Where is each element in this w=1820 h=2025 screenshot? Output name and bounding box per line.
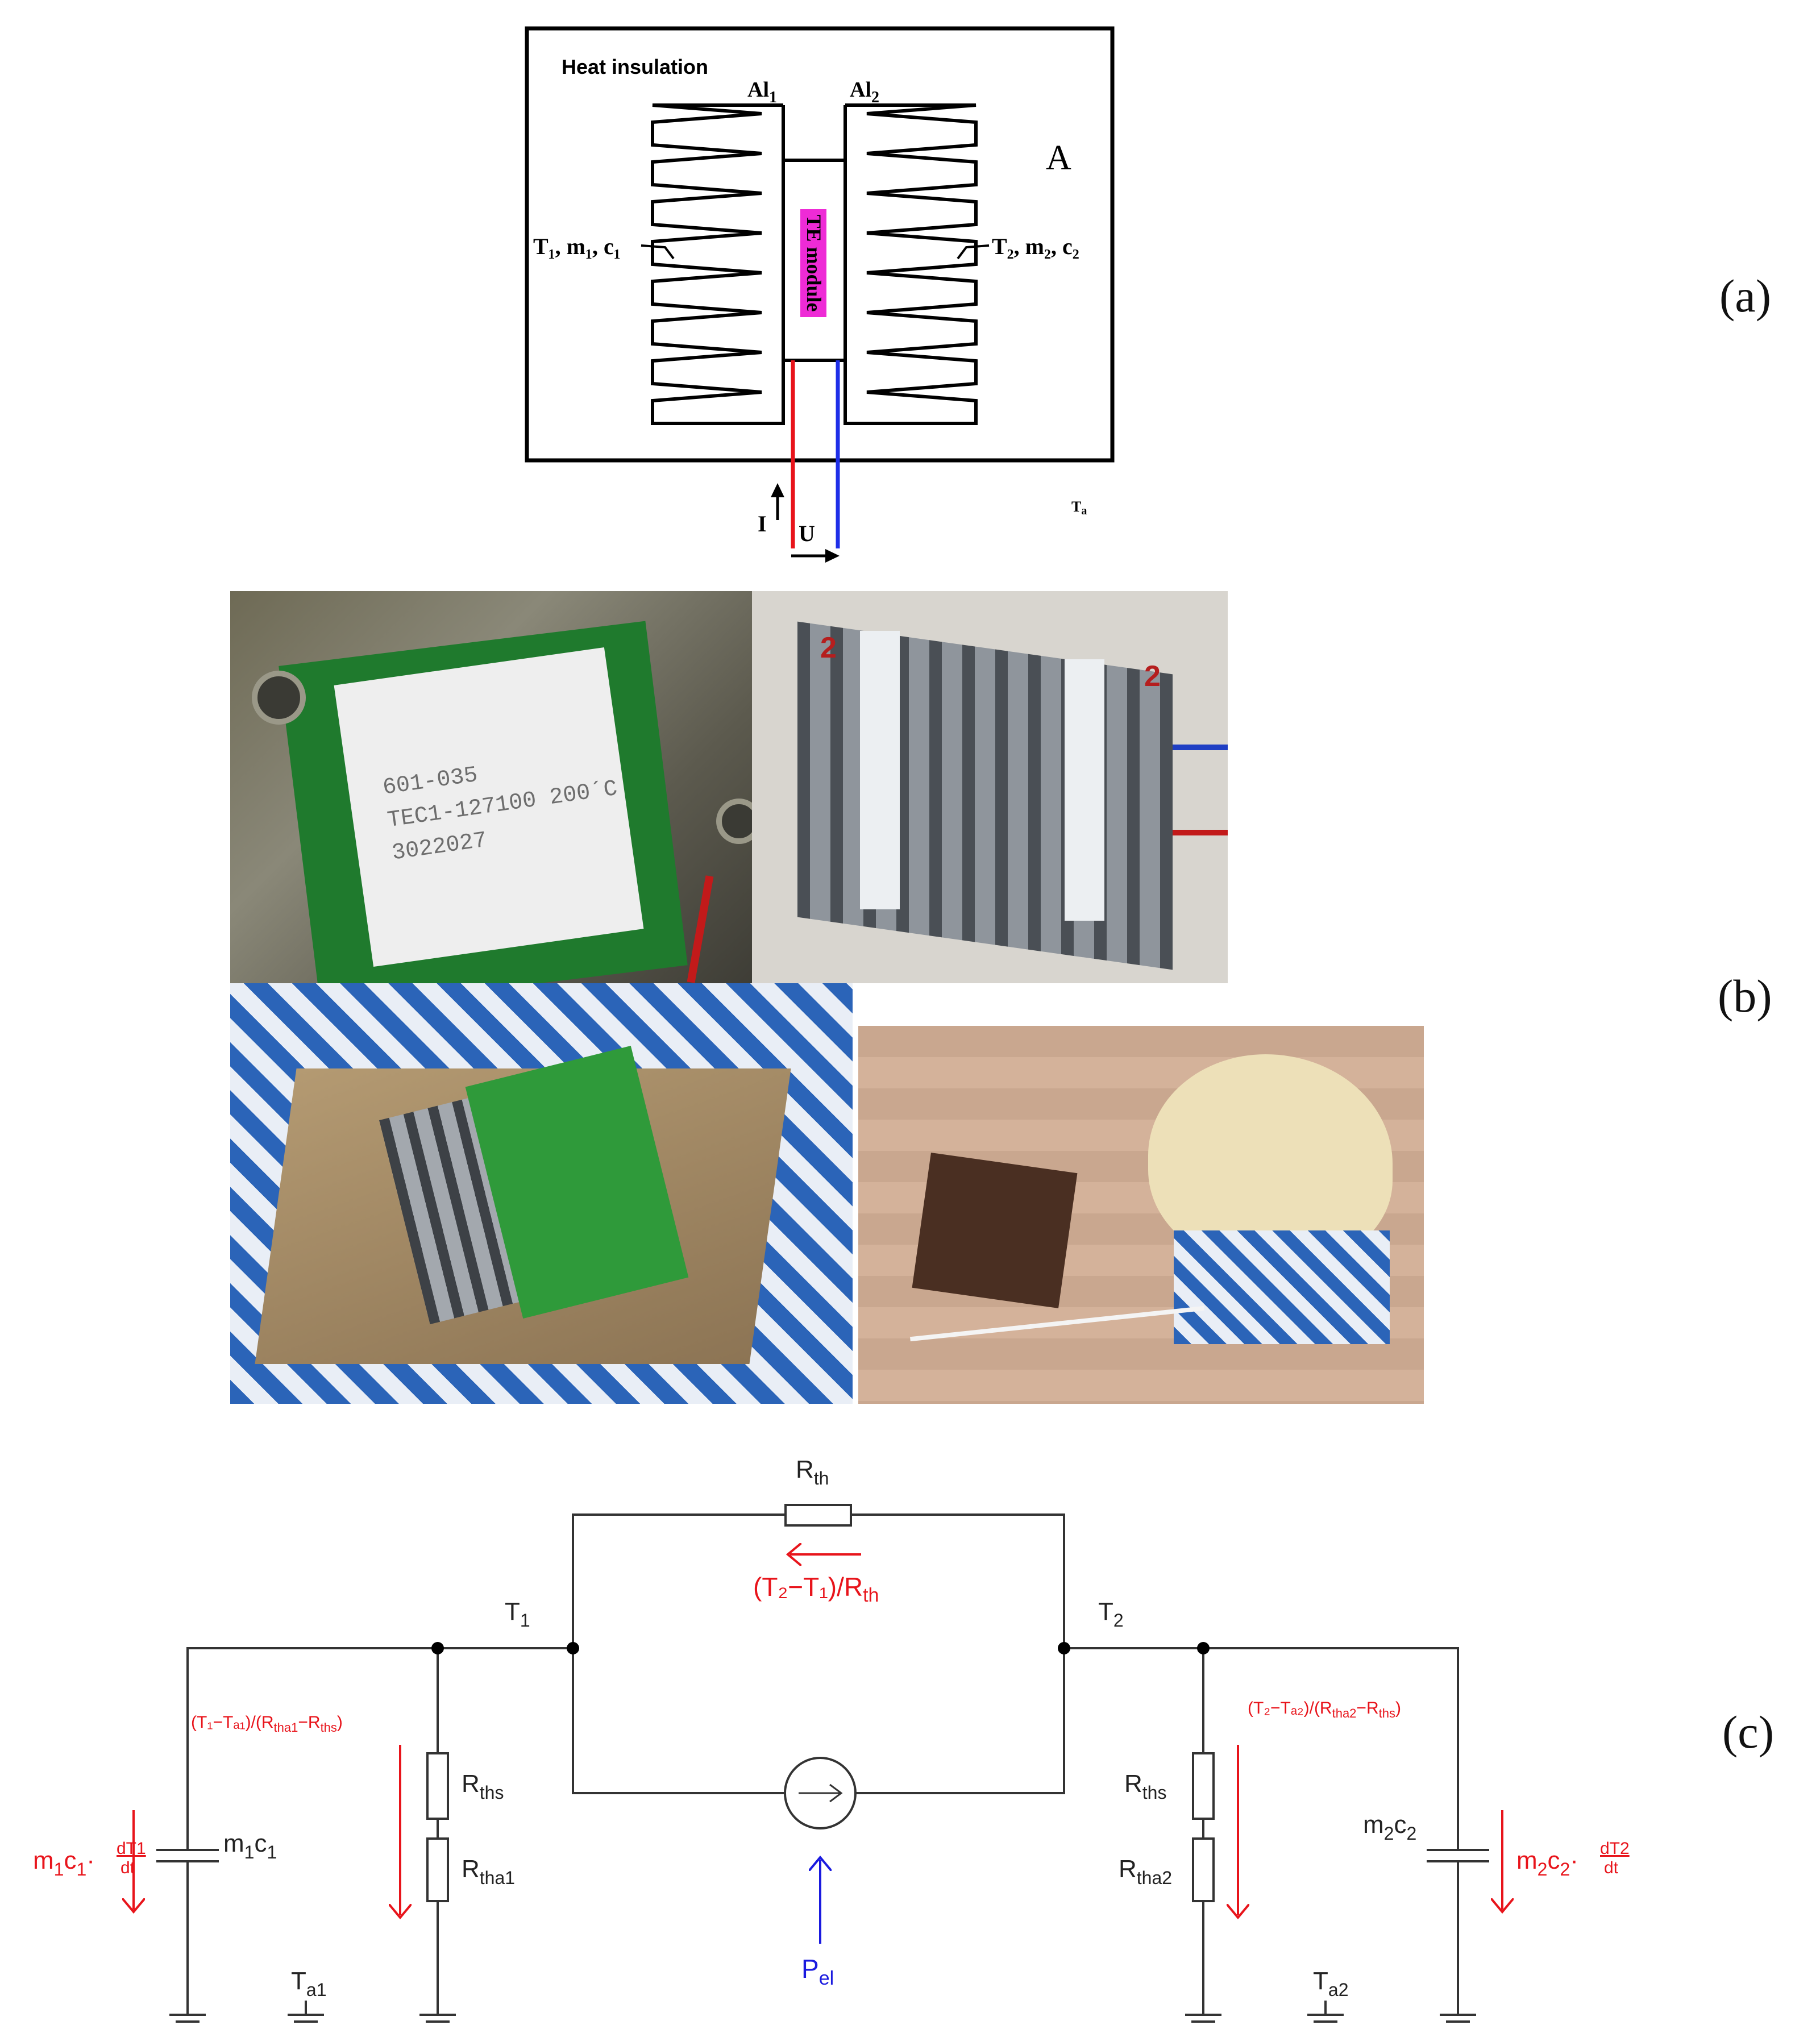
flow-m1c1-dt-den: dt bbox=[120, 1858, 135, 1877]
wire-top-loop bbox=[572, 1513, 1065, 1648]
ta1-label: Ta1 bbox=[291, 1967, 326, 2000]
ground-m2c2 bbox=[1440, 2014, 1476, 2023]
node-t1 bbox=[567, 1642, 579, 1654]
panel-label-a: (a) bbox=[1719, 270, 1771, 322]
node-left-1 bbox=[431, 1642, 444, 1654]
ground-ta1 bbox=[288, 2014, 324, 2023]
panel-label-c: (c) bbox=[1722, 1706, 1774, 1758]
insulation-box bbox=[525, 26, 1115, 463]
left-params-label: T₁, m₁, c₁ bbox=[533, 234, 621, 259]
circuit-board bbox=[912, 1153, 1078, 1308]
resistor-rths-left bbox=[426, 1752, 449, 1820]
source-arrowhead bbox=[829, 1783, 843, 1803]
rtha2-label: Rtha2 bbox=[1119, 1855, 1172, 1888]
red-lead bbox=[687, 875, 714, 983]
m2c2-label: m2c2 bbox=[1363, 1811, 1416, 1844]
voltage-label: U bbox=[799, 521, 815, 546]
ground-right-branch bbox=[1185, 2014, 1221, 2023]
mounting-hole-right bbox=[716, 799, 752, 844]
dough-container bbox=[1174, 1230, 1390, 1344]
left-params-leader bbox=[641, 244, 675, 260]
heat-source bbox=[784, 1757, 857, 1829]
capacitor-m2c2 bbox=[1427, 1849, 1489, 2015]
rtha1-label: Rtha1 bbox=[462, 1855, 515, 1888]
rths-left-label: Rths bbox=[462, 1770, 504, 1803]
dough bbox=[1148, 1054, 1393, 1265]
flow-m1c1-label: m1c1· bbox=[33, 1847, 95, 1880]
sink-mark-right: 2 bbox=[1144, 660, 1161, 693]
rth-label: Rth bbox=[796, 1456, 829, 1488]
ta2-label: Ta2 bbox=[1313, 1967, 1348, 2000]
heatsink-al2 bbox=[843, 103, 978, 425]
wire-rail-right bbox=[1064, 1647, 1459, 1850]
ground-ta2 bbox=[1307, 2014, 1344, 2023]
red-lead-2 bbox=[1173, 830, 1228, 835]
photo-dough-setup bbox=[858, 1026, 1424, 1404]
wire-rail-left bbox=[186, 1647, 573, 1850]
node-t2 bbox=[1058, 1642, 1070, 1654]
al2-label: Al2 bbox=[850, 78, 879, 106]
right-params-leader bbox=[957, 244, 990, 260]
t2-label: T2 bbox=[1098, 1598, 1124, 1631]
flow-m2c2-dt-num: dT2 bbox=[1600, 1839, 1630, 1858]
diagram-a: TE module Heat insulation Al1 Al2 A T₁, … bbox=[525, 26, 1771, 563]
capacitor-m1c1 bbox=[156, 1849, 219, 2015]
heatsink-body bbox=[797, 621, 1173, 970]
flow-m2c2-label: m2c2· bbox=[1516, 1847, 1578, 1880]
heatsink-al1 bbox=[651, 103, 785, 425]
flow-right-label: (T₂−Tₐ₂)/(Rtha2−Rths) bbox=[1248, 1699, 1401, 1720]
blue-lead bbox=[1173, 745, 1228, 750]
ground-m1c1 bbox=[169, 2014, 206, 2023]
region-a-label: A bbox=[1046, 139, 1071, 177]
ground-left-branch bbox=[419, 2014, 456, 2023]
te-module bbox=[782, 159, 847, 362]
voltage-arrowhead bbox=[825, 549, 840, 563]
flow-m2c2-dt-den: dt bbox=[1604, 1858, 1619, 1877]
al1-label: Al1 bbox=[747, 78, 777, 106]
resistor-rths-right bbox=[1192, 1752, 1215, 1820]
resistor-rth bbox=[784, 1504, 852, 1527]
t1-label: T1 bbox=[505, 1598, 530, 1631]
photo-insulation-box bbox=[230, 983, 853, 1404]
elastic-band-left bbox=[860, 631, 900, 909]
flow-m1c1-dt-num: dT1 bbox=[117, 1839, 146, 1858]
right-params-label: T₂, m₂, c₂ bbox=[992, 234, 1079, 259]
heat-insulation-label: Heat insulation bbox=[562, 55, 708, 78]
mounting-hole-left bbox=[252, 671, 306, 725]
flow-top-label: (T₂−T₁)/Rth bbox=[753, 1572, 879, 1606]
m1c1-label: m1c1 bbox=[223, 1829, 277, 1862]
ambient-label: Ta bbox=[1071, 498, 1087, 517]
current-label: I bbox=[758, 511, 767, 537]
photo-heatsink-assembly: 2 2 bbox=[752, 591, 1228, 983]
grounds bbox=[169, 2014, 1476, 2023]
sink-mark-left: 2 bbox=[820, 631, 837, 664]
white-cable bbox=[910, 1305, 1204, 1342]
current-arrowhead bbox=[771, 483, 784, 497]
pel-label: Pel bbox=[801, 1954, 834, 1989]
rths-right-label: Rths bbox=[1124, 1770, 1166, 1803]
flow-left-label: (T₁−Tₐ₁)/(Rtha1−Rths) bbox=[191, 1713, 343, 1735]
photo-te-module: 601-035 TEC1-127100 200´C 3022027 bbox=[230, 591, 752, 983]
elastic-band-right bbox=[1065, 659, 1104, 921]
te-module-highlight bbox=[800, 209, 826, 317]
resistor-rtha1 bbox=[426, 1837, 449, 1902]
panel-label-b: (b) bbox=[1718, 970, 1772, 1022]
wire-bottom-loop bbox=[572, 1648, 1065, 1794]
node-right-1 bbox=[1197, 1642, 1210, 1654]
resistor-rtha2 bbox=[1192, 1837, 1215, 1902]
te-module-label: TE module bbox=[803, 214, 825, 311]
